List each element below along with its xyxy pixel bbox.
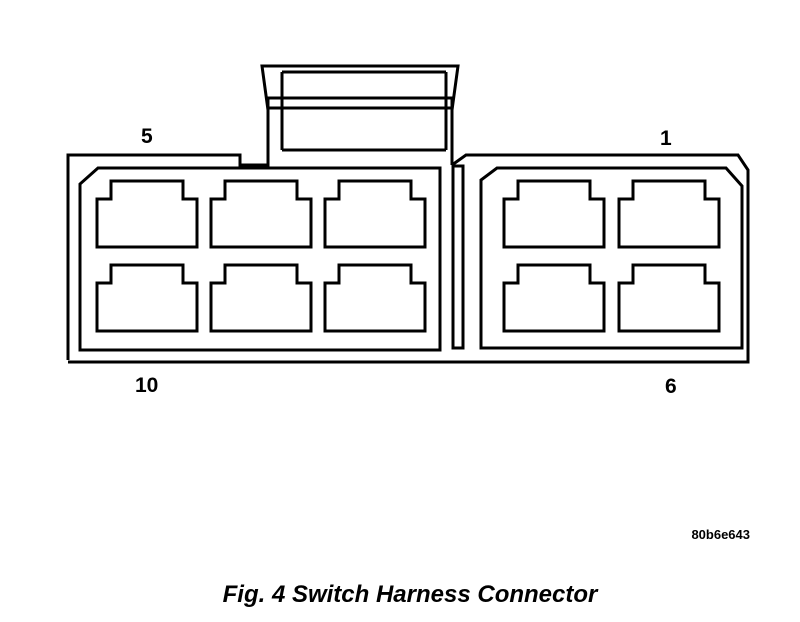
terminal-cavity xyxy=(617,263,721,333)
figure-caption: Fig. 4 Switch Harness Connector xyxy=(222,581,598,608)
right-cavity-block xyxy=(479,166,744,350)
connector-housing xyxy=(66,153,750,364)
separator-post xyxy=(451,164,465,350)
terminal-cavity xyxy=(323,179,427,249)
pin-label-10: 10 xyxy=(135,374,159,397)
figure-code: 80b6e643 xyxy=(691,527,750,542)
terminal-cavity xyxy=(502,179,606,249)
locking-tab xyxy=(260,64,460,167)
terminal-cavity xyxy=(617,179,721,249)
pin-label-1: 1 xyxy=(660,127,672,150)
terminal-cavity xyxy=(95,263,199,333)
terminal-cavity xyxy=(323,263,427,333)
terminal-cavity xyxy=(209,263,313,333)
terminal-cavity xyxy=(209,179,313,249)
terminal-cavities xyxy=(95,179,721,333)
terminal-cavity xyxy=(502,263,606,333)
left-cavity-block xyxy=(78,166,442,352)
terminal-cavity xyxy=(95,179,199,249)
pin-label-6: 6 xyxy=(665,375,677,398)
pin-label-5: 5 xyxy=(141,125,153,148)
